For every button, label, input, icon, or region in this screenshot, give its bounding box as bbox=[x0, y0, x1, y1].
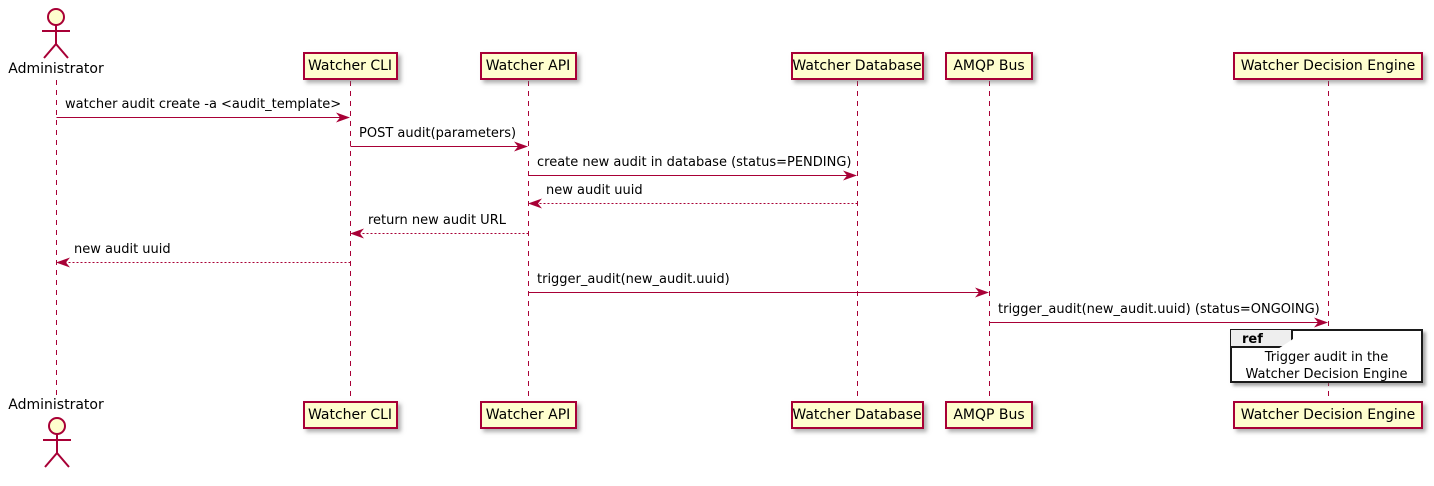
arrowhead-icon bbox=[975, 287, 989, 298]
arrowhead-icon bbox=[528, 198, 542, 209]
arrowhead-icon bbox=[843, 170, 857, 181]
arrowhead-icon bbox=[1314, 317, 1328, 328]
arrowhead-icon bbox=[514, 141, 528, 152]
arrowhead-icon bbox=[336, 112, 350, 123]
actor-icon-top-administrator bbox=[42, 8, 70, 59]
arrowhead-icon bbox=[350, 228, 364, 239]
arrowhead-icon bbox=[56, 257, 70, 268]
actor-icon-bottom-administrator bbox=[43, 417, 71, 468]
